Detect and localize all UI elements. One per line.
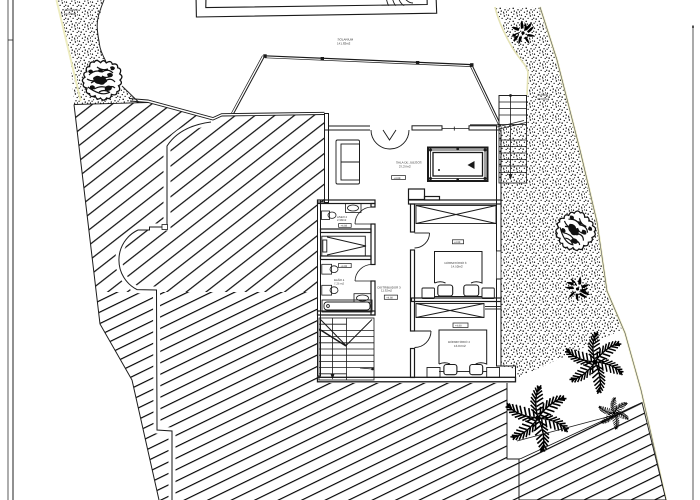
svg-text:+4.88: +4.88 <box>455 325 462 328</box>
svg-text:2.90m2: 2.90m2 <box>337 218 347 222</box>
svg-text:+4.88: +4.88 <box>341 265 348 268</box>
svg-text:DORMITORIO 3: DORMITORIO 3 <box>445 261 467 265</box>
svg-text:13.07m2: 13.07m2 <box>454 344 466 348</box>
svg-text:+4.88: +4.88 <box>386 297 393 300</box>
svg-text:ASEO 2: ASEO 2 <box>337 215 348 219</box>
svg-text:+4.88: +4.88 <box>341 225 348 228</box>
svg-text:BAÑO 4: BAÑO 4 <box>334 278 345 282</box>
svg-text:7.25 m2: 7.25 m2 <box>334 281 345 285</box>
svg-text:+4.88: +4.88 <box>394 177 401 180</box>
svg-text:JARDIN 2: JARDIN 2 <box>537 93 551 97</box>
svg-text:SOLARIUM: SOLARIUM <box>338 38 354 42</box>
svg-text:JARDIN 3: JARDIN 3 <box>64 8 78 12</box>
svg-text:93.55m2: 93.55m2 <box>64 12 76 16</box>
svg-text:14.52m2: 14.52m2 <box>451 265 463 269</box>
svg-text:40.98m2: 40.98m2 <box>537 97 549 101</box>
svg-text:27,27m2: 27,27m2 <box>399 165 411 169</box>
svg-text:141.82m2: 141.82m2 <box>337 42 351 46</box>
svg-text:+4.88: +4.88 <box>454 241 461 244</box>
svg-text:11.52m2: 11.52m2 <box>381 289 392 293</box>
svg-text:DISTRIBUIDOR 3: DISTRIBUIDOR 3 <box>378 285 402 289</box>
svg-text:SALA DE JUEGOS: SALA DE JUEGOS <box>396 161 422 165</box>
svg-text:DORMITORIO 4: DORMITORIO 4 <box>448 340 470 344</box>
